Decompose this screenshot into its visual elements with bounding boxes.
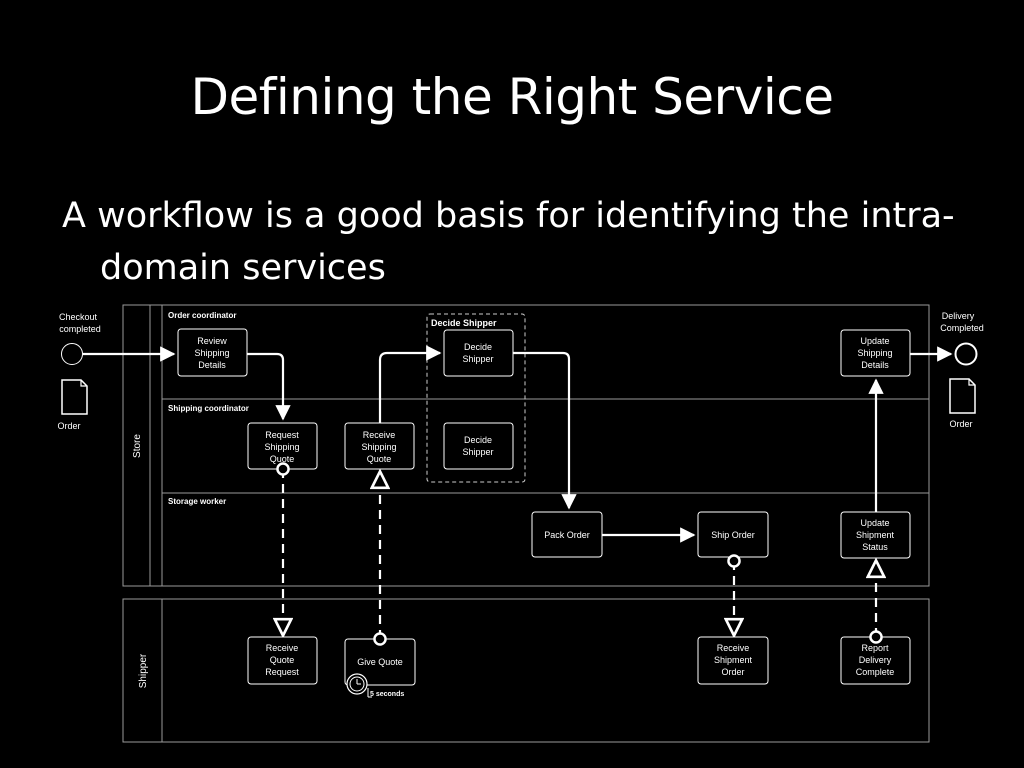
svg-text:Shipment: Shipment — [714, 655, 753, 665]
pool-label-shipper: Shipper — [138, 653, 149, 688]
svg-text:Shipping: Shipping — [361, 442, 396, 452]
svg-text:Report: Report — [861, 643, 889, 653]
svg-text:Shipping: Shipping — [264, 442, 299, 452]
task-review-shipping-details: Review Shipping Details — [177, 328, 248, 377]
lane-label-storage-worker: Storage worker — [168, 497, 226, 506]
lane-label-shipping-coordinator: Shipping coordinator — [168, 404, 249, 413]
slide-title: Defining the Right Service — [190, 68, 834, 126]
svg-text:Receive: Receive — [717, 643, 750, 653]
svg-text:Decide: Decide — [464, 342, 492, 352]
flow-decide-to-pack — [513, 351, 577, 510]
svg-text:Review: Review — [197, 336, 227, 346]
svg-text:Ship Order: Ship Order — [711, 530, 755, 540]
svg-text:Receive: Receive — [266, 643, 299, 653]
svg-text:Status: Status — [862, 542, 888, 552]
svg-text:Quote: Quote — [270, 655, 295, 665]
svg-text:Pack Order: Pack Order — [544, 530, 590, 540]
end-event: Delivery Completed — [940, 311, 984, 366]
svg-text:Shipper: Shipper — [462, 354, 493, 364]
svg-text:Details: Details — [861, 360, 889, 370]
pool-label-store: Store — [132, 434, 143, 458]
lane-label-order-coordinator: Order coordinator — [168, 311, 236, 320]
start-label-line2: completed — [59, 324, 101, 334]
decide-shipper-group: Decide Shipper — [426, 313, 526, 483]
svg-text:Delivery: Delivery — [859, 655, 892, 665]
svg-text:Details: Details — [198, 360, 226, 370]
svg-text:Shipping: Shipping — [857, 348, 892, 358]
svg-text:Shipper: Shipper — [462, 447, 493, 457]
svg-text:Update: Update — [860, 336, 889, 346]
svg-text:Quote: Quote — [367, 454, 392, 464]
task-decide-shipper-top: Decide Shipper — [443, 329, 514, 377]
flow-review-to-request — [247, 352, 291, 421]
sequence-flows — [83, 345, 953, 543]
end-doc-label: Order — [949, 419, 972, 429]
timer-icon: 5 seconds — [346, 673, 404, 698]
svg-text:Give Quote: Give Quote — [357, 657, 403, 667]
task-request-shipping-quote: Request Shipping Quote — [247, 422, 318, 470]
svg-text:Receive: Receive — [363, 430, 396, 440]
slide-bullet: A workflow is a good basis for identifyi… — [62, 196, 955, 288]
task-receive-shipment-order: Receive Shipment Order — [697, 636, 769, 685]
message-flows — [283, 469, 876, 639]
end-label-line2: Completed — [940, 323, 984, 333]
svg-text:Shipment: Shipment — [856, 530, 895, 540]
task-ship-order: Ship Order — [697, 511, 769, 558]
task-decide-shipper-mid: Decide Shipper — [443, 422, 514, 470]
svg-text:Shipping: Shipping — [194, 348, 229, 358]
task-receive-quote-request: Receive Quote Request — [247, 636, 318, 685]
task-pack-order: Pack Order — [531, 511, 603, 558]
document-icon: Order — [949, 378, 976, 429]
svg-text:Complete: Complete — [856, 667, 895, 677]
svg-text:Request: Request — [265, 667, 299, 677]
svg-text:Quote: Quote — [270, 454, 295, 464]
task-receive-shipping-quote: Receive Shipping Quote — [344, 422, 415, 470]
document-icon: Order — [57, 379, 88, 431]
group-label: Decide Shipper — [431, 318, 497, 328]
svg-text:Decide: Decide — [464, 435, 492, 445]
start-event: Checkout completed — [59, 312, 101, 365]
flow-receive-to-decide — [378, 345, 442, 423]
task-update-shipment-status: Update Shipment Status — [840, 511, 911, 559]
start-doc-label: Order — [57, 421, 80, 431]
start-label-line1: Checkout — [59, 312, 98, 322]
end-label-line1: Delivery — [942, 311, 975, 321]
svg-text:Update: Update — [860, 518, 889, 528]
task-report-delivery-complete: Report Delivery Complete — [840, 636, 911, 685]
svg-text:Order: Order — [721, 667, 744, 677]
svg-text:Request: Request — [265, 430, 299, 440]
timer-label: 5 seconds — [370, 691, 404, 698]
shipper-pool: Shipper — [122, 598, 930, 743]
task-update-shipping-details: Update Shipping Details — [840, 329, 911, 377]
